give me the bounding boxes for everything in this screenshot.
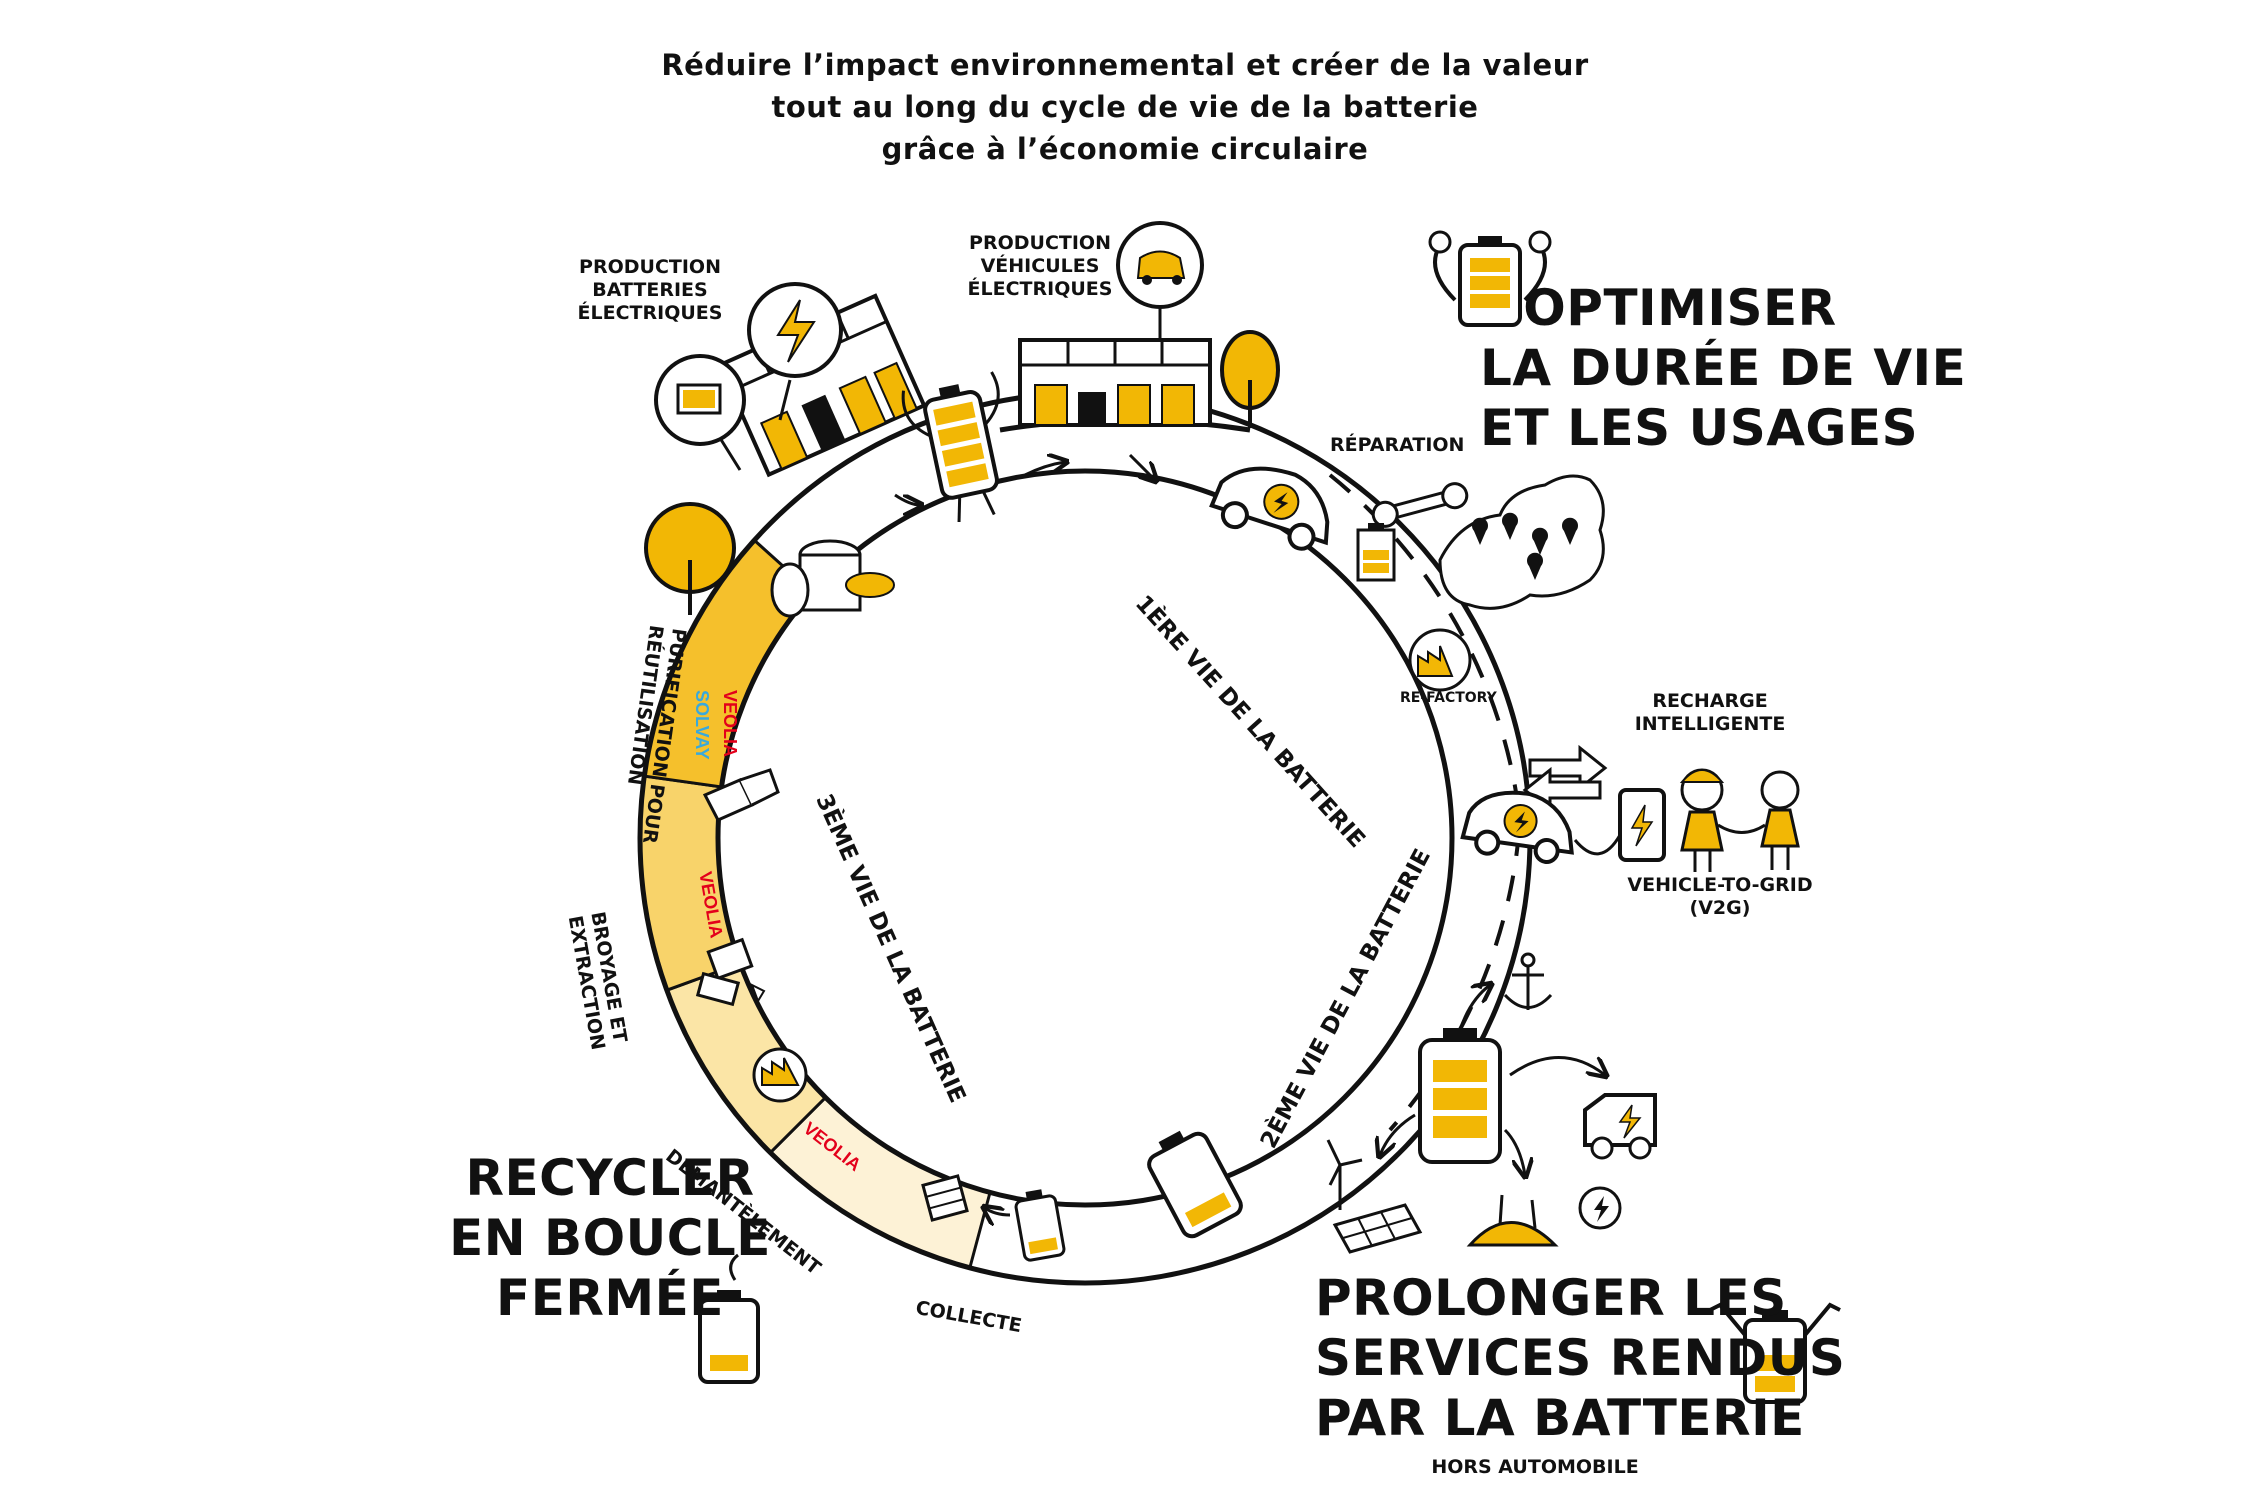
flow-arrow bbox=[1380, 1113, 1416, 1155]
solar-panel-icon bbox=[1332, 1203, 1423, 1254]
flow-arrow bbox=[1024, 462, 1065, 477]
wind-turbine-icon bbox=[1326, 1139, 1363, 1210]
wrench-icon bbox=[1371, 482, 1469, 528]
flow-arrow bbox=[894, 493, 920, 505]
title-line-1: Réduire l’impact environnemental et crée… bbox=[661, 48, 1589, 82]
label-line: Production bbox=[969, 232, 1111, 254]
title-line-3: grâce à l’économie circulaire bbox=[881, 132, 1369, 166]
flow-arrow bbox=[1128, 453, 1155, 480]
car-bubble-icon bbox=[1116, 221, 1204, 338]
heading-prolonger-line: par la batterie bbox=[1315, 1389, 1805, 1447]
battery-module-icon bbox=[921, 1174, 969, 1222]
label-line: batteries bbox=[592, 279, 708, 302]
label-line: électriques bbox=[577, 302, 723, 325]
label-reparation: Réparation bbox=[1330, 434, 1465, 456]
heading-prolonger-line: Prolonger les bbox=[1315, 1269, 1787, 1327]
empty-battery-icon bbox=[698, 1253, 760, 1384]
heading-recycler-line: fermée bbox=[496, 1269, 724, 1327]
heading-optimiser: Optimiser la durée de vie et les usages bbox=[1480, 278, 1967, 458]
europe-map-icon bbox=[1438, 474, 1605, 610]
heading-prolonger: Prolonger les services rendus par la bat… bbox=[1315, 1268, 1846, 1448]
label-recharge-intelligente: Recharge intelligente bbox=[1610, 690, 1810, 736]
title-line-2: tout au long du cycle de vie de la batte… bbox=[771, 90, 1479, 124]
charging-cable bbox=[1573, 834, 1622, 856]
label-production-batteries: Production batteries électriques bbox=[560, 256, 740, 326]
electric-car-icon bbox=[1209, 466, 1330, 551]
heading-optimiser-line: la durée de vie bbox=[1480, 339, 1967, 397]
purification-icon bbox=[702, 768, 780, 822]
label-line: Production bbox=[579, 256, 721, 278]
vehicle-factory-icon bbox=[999, 338, 1251, 433]
heading-prolonger-line: services rendus bbox=[1315, 1329, 1846, 1387]
battery-character-icon bbox=[901, 371, 1000, 523]
flow-arrow bbox=[1509, 1056, 1605, 1076]
dismantling-icon bbox=[752, 1047, 808, 1103]
heading-recycler-line: en boucle bbox=[449, 1209, 771, 1267]
heading-recycler: Recycler en boucle fermée bbox=[440, 1148, 780, 1328]
label-line: Recharge bbox=[1652, 690, 1768, 712]
electric-car-icon bbox=[1460, 790, 1574, 864]
heading-prolonger-subtitle: hors automobile bbox=[1431, 1456, 1639, 1478]
veolia-logo: VEOLIA bbox=[720, 690, 740, 758]
refactory-icon bbox=[1408, 628, 1472, 692]
happy-battery-icon bbox=[1709, 1302, 1841, 1404]
second-life-battery-icon bbox=[1418, 1028, 1502, 1164]
people-icon bbox=[1679, 768, 1800, 872]
flow-arrow bbox=[1503, 1128, 1525, 1175]
island-icon bbox=[1466, 1186, 1622, 1247]
flow-arrow bbox=[1458, 985, 1490, 1031]
cycle-inner-ring bbox=[715, 468, 1455, 1208]
recycling-segments bbox=[638, 538, 992, 1270]
label-production-vehicules: Production véhicules électriques bbox=[950, 232, 1130, 302]
battery-bubble-icon bbox=[654, 354, 746, 471]
anchor-icon bbox=[1503, 952, 1553, 1010]
label-line: véhicules bbox=[980, 255, 1100, 278]
heading-optimiser-line: Optimiser bbox=[1523, 279, 1837, 337]
lightning-bubble-icon bbox=[747, 282, 843, 421]
charging-station-icon bbox=[1618, 788, 1666, 862]
label-line: électriques bbox=[967, 278, 1113, 301]
heading-recycler-line: Recycler bbox=[465, 1149, 755, 1207]
label-v2g: Vehicle-to-grid (V2G) bbox=[1610, 874, 1830, 920]
label-line: intelligente bbox=[1634, 713, 1786, 736]
solvay-logo: SOLVAY bbox=[692, 690, 712, 760]
strong-battery-icon bbox=[1428, 230, 1552, 327]
tree-icon bbox=[1220, 330, 1280, 428]
used-battery-icon bbox=[1147, 1130, 1243, 1239]
label-line: (V2G) bbox=[1689, 897, 1751, 920]
battery-icon bbox=[1356, 523, 1396, 582]
electric-van-icon bbox=[1583, 1093, 1657, 1160]
flow-arrow bbox=[985, 1208, 1011, 1215]
raw-materials-icon bbox=[770, 539, 895, 618]
tree-icon bbox=[644, 502, 736, 615]
shredding-icon bbox=[695, 937, 766, 1007]
label-refactory: RE-FACTORY bbox=[1400, 690, 1497, 706]
heading-optimiser-line: et les usages bbox=[1480, 399, 1919, 457]
battery-icon bbox=[1014, 1189, 1066, 1262]
label-line: Vehicle-to-grid bbox=[1627, 874, 1813, 896]
